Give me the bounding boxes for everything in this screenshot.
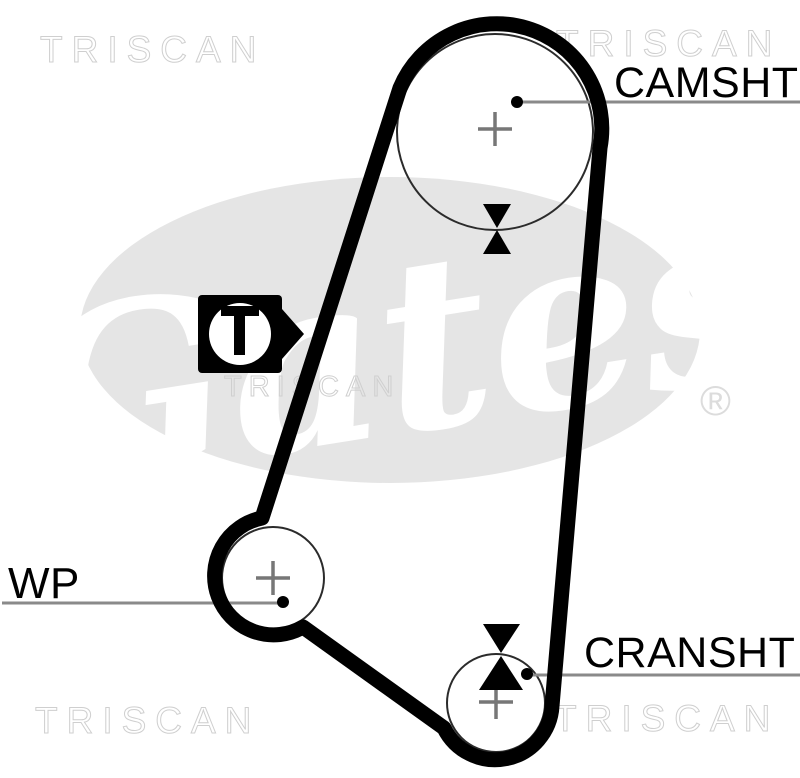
gates-logo-watermark: Gates xyxy=(5,153,792,546)
crankshaft-timing-mark-icon xyxy=(479,624,523,690)
triscan-watermark-top-right: TRISCAN xyxy=(556,23,781,64)
crankshaft-center-mark xyxy=(479,685,513,719)
camshaft-center-mark xyxy=(478,112,512,146)
triscan-watermark-top-left: TRISCAN xyxy=(40,29,265,70)
timing-belt-path xyxy=(207,16,610,768)
triscan-watermark-bottom-right: TRISCAN xyxy=(554,698,779,739)
water-pump-leader-dot xyxy=(277,596,289,608)
camshaft-label: CAMSHT xyxy=(614,59,799,107)
crankshaft-label: CRANSHT xyxy=(584,629,795,677)
water-pump-center-mark xyxy=(256,561,290,595)
tensioner-arrow-icon xyxy=(282,309,304,359)
registered-trademark-icon: ® xyxy=(700,377,731,424)
camshaft-leader-dot xyxy=(511,96,523,108)
triscan-watermark-bottom-left: TRISCAN xyxy=(35,700,260,741)
gates-logo-blob xyxy=(80,177,700,483)
crankshaft-leader-dot xyxy=(521,668,533,680)
tensioner-letter-stem xyxy=(234,306,245,355)
camshaft-pulley-circle xyxy=(396,33,594,231)
tensioner-icon xyxy=(198,295,304,373)
water-pump-label: WP xyxy=(8,559,80,608)
camshaft-timing-mark-icon xyxy=(483,204,511,254)
